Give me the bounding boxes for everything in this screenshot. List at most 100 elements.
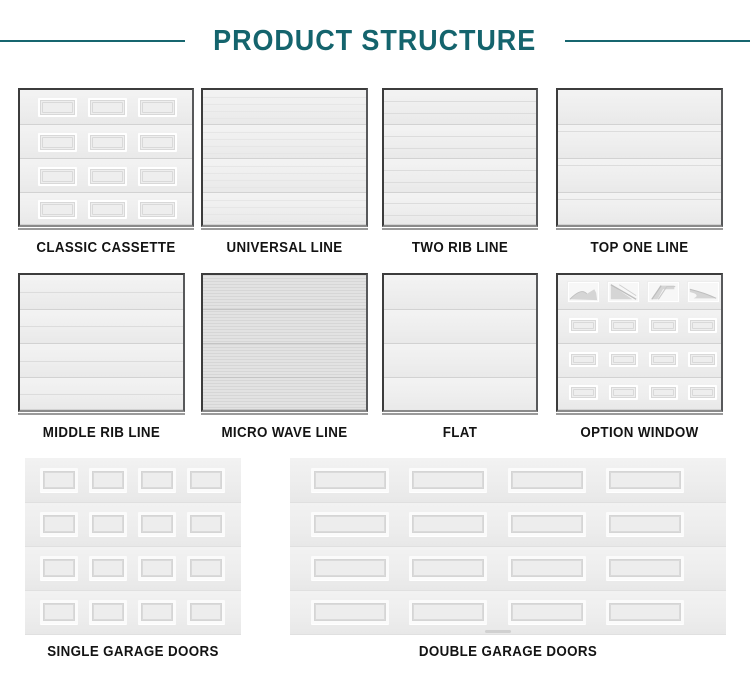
door-panel (187, 600, 225, 624)
door-panel (138, 468, 176, 492)
door-section (384, 125, 536, 159)
door-panel (569, 318, 598, 333)
door-panel (609, 352, 638, 367)
door-section (203, 378, 366, 410)
door-card-flat[interactable]: FLAT (382, 273, 538, 441)
door-panel (311, 556, 389, 580)
door-section (20, 310, 183, 344)
door-panel (606, 600, 684, 624)
door-panel (38, 200, 77, 219)
door-panel (409, 512, 487, 536)
door-panel (88, 133, 127, 152)
door-panel (138, 167, 177, 186)
door-panel (138, 200, 177, 219)
window-arc-low-icon (567, 281, 600, 303)
door-section (203, 310, 366, 344)
door-panel (569, 385, 598, 400)
door-preview-top-one-line (556, 88, 723, 227)
door-section (558, 193, 721, 225)
door-label-universal-line: UNIVERSAL LINE (226, 240, 343, 256)
door-card-universal-line[interactable]: UNIVERSAL LINE (201, 88, 368, 256)
door-panel (409, 600, 487, 624)
door-panel (649, 385, 678, 400)
title-rule-left (0, 40, 186, 42)
door-panel (89, 512, 127, 536)
door-section (558, 159, 721, 193)
door-panel (311, 600, 389, 624)
door-preview-universal-line (201, 88, 368, 227)
door-section (384, 275, 536, 310)
door-panel (38, 98, 77, 117)
door-panel (138, 512, 176, 536)
door-panel (409, 556, 487, 580)
door-panel (609, 318, 638, 333)
door-section (203, 90, 366, 125)
door-preview-option-window (556, 273, 723, 412)
door-handle (485, 630, 511, 633)
door-card-micro-wave-line[interactable]: MICRO WAVE LINE (201, 273, 368, 441)
door-card-option-window[interactable]: OPTION WINDOW (556, 273, 723, 441)
window-diagonal-fan-icon (607, 281, 640, 303)
door-preview-two-rib-line (382, 88, 538, 227)
door-section (384, 159, 536, 193)
door-panel (688, 385, 717, 400)
door-panel (508, 468, 586, 492)
door-panel (138, 133, 177, 152)
door-panel (88, 98, 127, 117)
door-panel (138, 98, 177, 117)
door-panel (40, 512, 78, 536)
door-panel (606, 468, 684, 492)
door-panel (89, 600, 127, 624)
door-section (384, 378, 536, 410)
door-section (203, 344, 366, 378)
door-card-two-rib-line[interactable]: TWO RIB LINE (382, 88, 538, 256)
door-preview-micro-wave-line (201, 273, 368, 412)
door-panel (409, 468, 487, 492)
door-card-double-garage-doors[interactable]: DOUBLE GARAGE DOORS (290, 458, 726, 660)
door-section (203, 275, 366, 310)
door-card-middle-rib-line[interactable]: MIDDLE RIB LINE (18, 273, 185, 441)
title-rule-right (564, 40, 750, 42)
door-panel (508, 600, 586, 624)
door-section (384, 310, 536, 344)
door-panel (40, 556, 78, 580)
door-label-micro-wave-line: MICRO WAVE LINE (221, 425, 348, 441)
door-label-double-garage-doors: DOUBLE GARAGE DOORS (418, 644, 598, 660)
door-panel (508, 556, 586, 580)
door-label-option-window: OPTION WINDOW (580, 425, 699, 441)
door-card-classic-cassette[interactable]: CLASSIC CASSETTE (18, 88, 194, 256)
door-label-middle-rib-line: MIDDLE RIB LINE (42, 425, 161, 441)
door-panel (89, 556, 127, 580)
door-section (384, 90, 536, 125)
door-panel (606, 556, 684, 580)
door-preview-middle-rib-line (18, 273, 185, 412)
door-panel (138, 556, 176, 580)
door-label-classic-cassette: CLASSIC CASSETTE (36, 240, 176, 256)
window-wave-spear-icon (687, 281, 720, 303)
door-card-top-one-line[interactable]: TOP ONE LINE (556, 88, 723, 256)
door-panel (649, 318, 678, 333)
door-panel (649, 352, 678, 367)
door-panel (606, 512, 684, 536)
door-preview-single-garage-doors (25, 458, 241, 635)
door-panel (508, 512, 586, 536)
door-panel (40, 600, 78, 624)
door-panel (311, 468, 389, 492)
door-panel (311, 512, 389, 536)
door-panel (38, 167, 77, 186)
door-section (384, 193, 536, 225)
door-section (384, 344, 536, 378)
door-panel (569, 352, 598, 367)
door-preview-classic-cassette (18, 88, 194, 227)
door-preview-double-garage-doors (290, 458, 726, 635)
door-label-flat: FLAT (442, 425, 478, 441)
door-preview-flat (382, 273, 538, 412)
door-section (558, 125, 721, 159)
door-section (558, 90, 721, 125)
door-label-two-rib-line: TWO RIB LINE (411, 240, 509, 256)
door-card-single-garage-doors[interactable]: SINGLE GARAGE DOORS (25, 458, 241, 660)
door-panel (38, 133, 77, 152)
door-panel (187, 512, 225, 536)
page-header: PRODUCT STRUCTURE (0, 18, 750, 64)
